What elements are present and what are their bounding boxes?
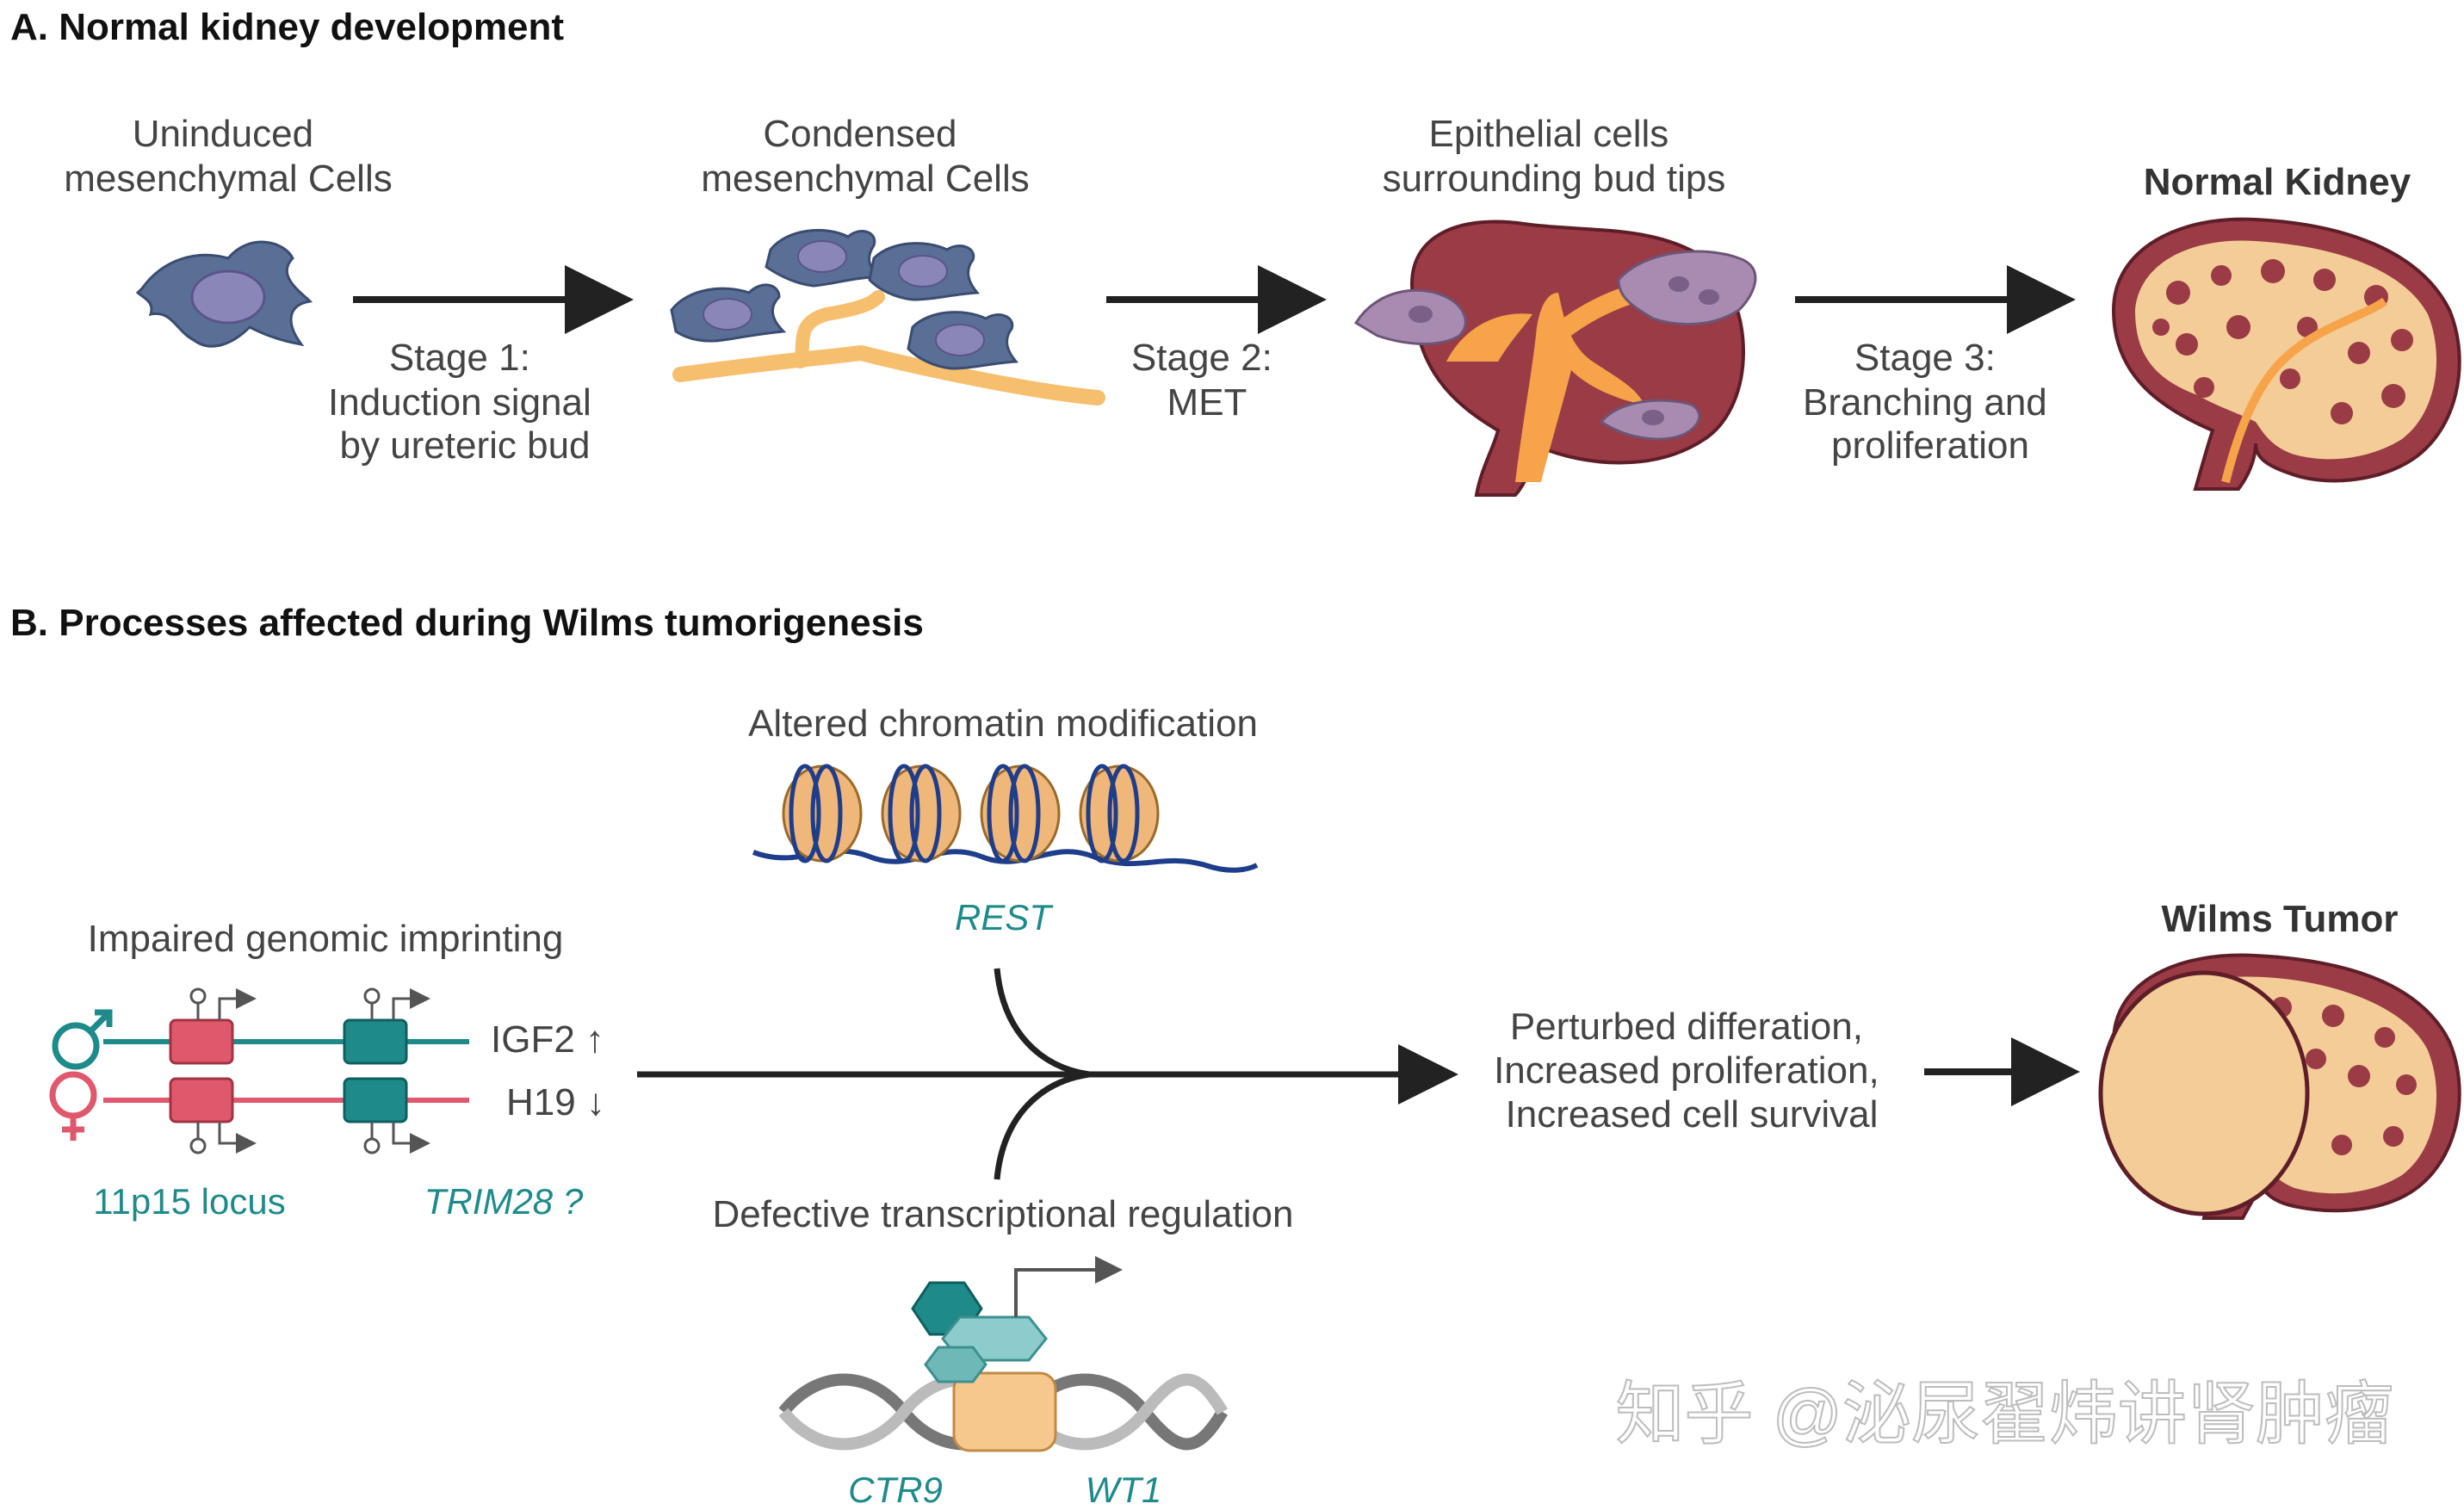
normal-kidney-icon (2111, 217, 2461, 491)
transcription-complex-icon (911, 1256, 1123, 1452)
condensed-label: Condensed mesenchymal Cells (701, 113, 1029, 200)
mesenchymal-cell-icon (135, 240, 313, 348)
igf2-label: IGF2 ↑ (491, 1018, 604, 1061)
convergence-arrow (637, 968, 1458, 1180)
male-symbol-icon (52, 1009, 113, 1070)
locus-label: 11p15 locus (93, 1181, 285, 1222)
chromatin-label: Altered chromatin modification (748, 702, 1258, 745)
epithelial-kidney-icon (1353, 220, 1757, 497)
rest-gene-label: REST (955, 897, 1054, 938)
panel-b-title: B. Processes affected during Wilms tumor… (10, 602, 924, 644)
stage2-label: Stage 2: MET (1131, 337, 1283, 424)
stage1-label: Stage 1: Induction signal by ureteric bu… (328, 337, 602, 467)
wt1-label: WT1 (1086, 1470, 1162, 1510)
h19-label: H19 ↓ (506, 1081, 605, 1123)
uninduced-label: Uninduced mesenchymal Cells (64, 113, 392, 200)
nucleosome-icon (752, 764, 1259, 873)
watermark-text: 知乎 @泌尿翟炜讲肾肿瘤 (1616, 1376, 2393, 1452)
condensed-cells-icon (670, 228, 1105, 405)
wilms-tumor-icon (2098, 953, 2461, 1220)
imprinting-locus-icon (103, 987, 469, 1154)
ctr9-label: CTR9 (848, 1470, 943, 1510)
imprinting-label: Impaired genomic imprinting (88, 918, 564, 960)
outcome-label: Perturbed differation, Increased prolife… (1494, 1006, 1890, 1136)
wilms-tumor-label: Wilms Tumor (2161, 898, 2398, 940)
transcription-label: Defective transcriptional regulation (712, 1193, 1293, 1235)
epithelial-label: Epithelial cells surrounding bud tips (1383, 113, 1726, 200)
female-symbol-icon (49, 1071, 97, 1141)
panel-a-title: A. Normal kidney development (10, 6, 564, 48)
stage3-label: Stage 3: Branching and proliferation (1803, 337, 2058, 467)
normal-kidney-label: Normal Kidney (2144, 161, 2411, 203)
trim28-label: TRIM28 ? (424, 1181, 584, 1222)
